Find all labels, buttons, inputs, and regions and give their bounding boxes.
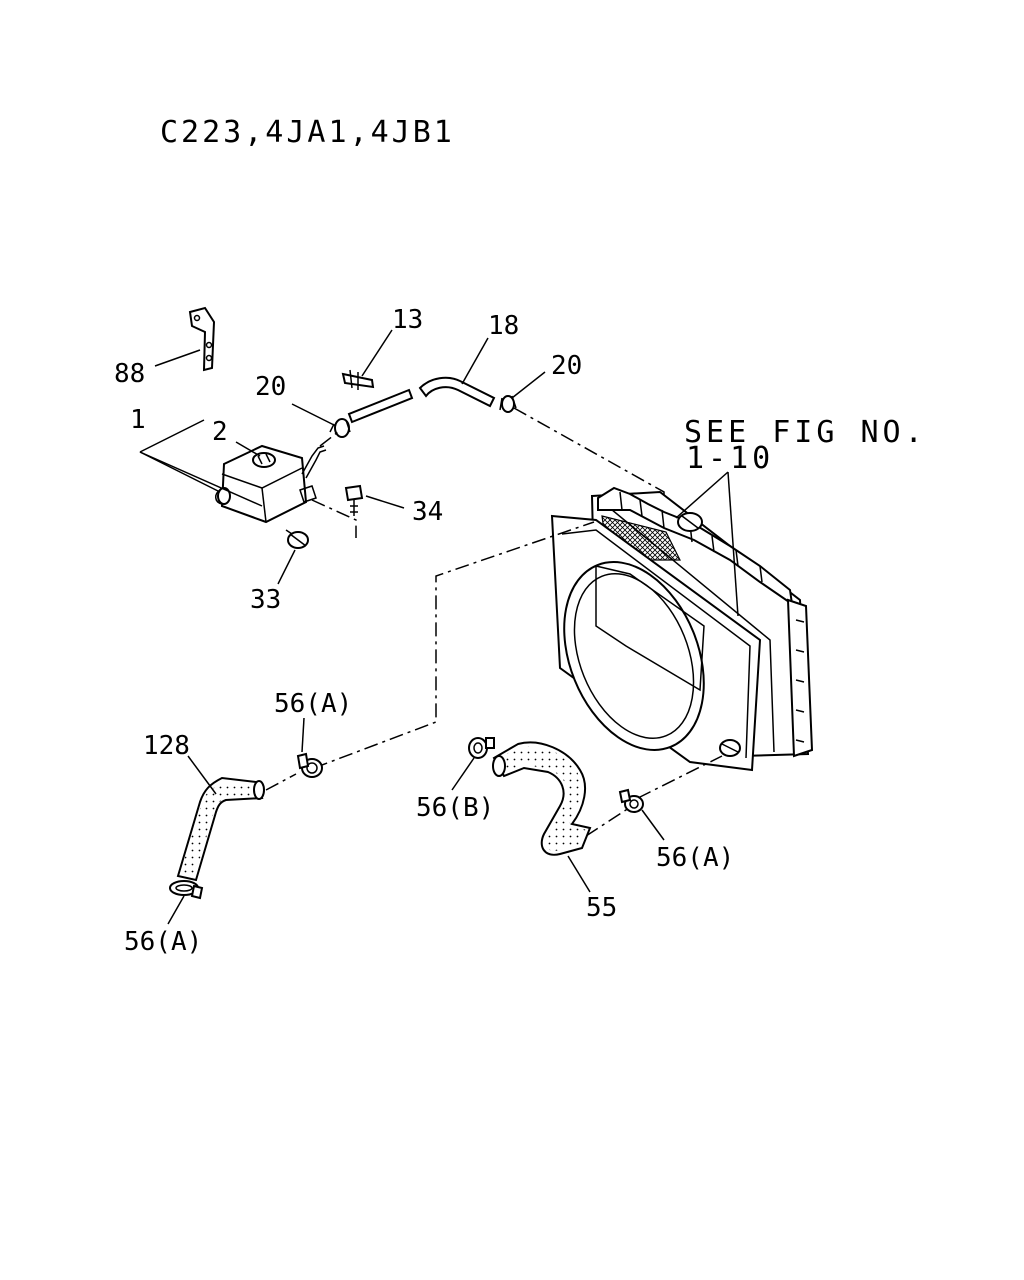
- label-20-left: 20: [255, 372, 286, 402]
- label-20-right: 20: [551, 351, 582, 381]
- label-2: 2: [212, 417, 228, 447]
- reference-note-line2: 1-10: [686, 441, 774, 476]
- label-88: 88: [114, 359, 145, 389]
- clamp-56a-bottom: [169, 880, 204, 900]
- label-33: 33: [250, 585, 281, 615]
- cap-2: [252, 452, 276, 468]
- label-34: 34: [412, 497, 443, 527]
- clip-13: [341, 369, 375, 390]
- bolt-33: [285, 529, 309, 549]
- diagram-title: C223,4JA1,4JB1: [160, 115, 455, 150]
- label-18: 18: [488, 311, 519, 341]
- leader-56b: [451, 757, 475, 791]
- leader-55: [567, 855, 591, 893]
- clamp-56a-right: [618, 788, 644, 813]
- label-56a-bottom: 56(A): [124, 927, 202, 957]
- route-55-clamp: [585, 805, 633, 837]
- clamp-20-left: [329, 418, 351, 438]
- label-56a-right: 56(A): [656, 843, 734, 873]
- leader-34: [365, 495, 405, 509]
- hose-128: [176, 776, 265, 882]
- route-tank-clamp: [319, 431, 339, 447]
- leader-see-fig: [675, 471, 739, 617]
- leader-20-right: [511, 371, 546, 399]
- label-13: 13: [392, 305, 423, 335]
- hose-55: [492, 741, 592, 856]
- leader-33: [277, 549, 296, 585]
- reservoir-tank-1: [215, 444, 327, 524]
- label-56b: 56(B): [416, 793, 494, 823]
- clamp-56a-top: [296, 752, 323, 778]
- label-128: 128: [143, 731, 190, 761]
- leader-2: [235, 441, 261, 457]
- label-1: 1: [130, 405, 146, 435]
- leader-128: [187, 755, 217, 795]
- leader-13: [361, 329, 393, 377]
- label-55: 55: [586, 893, 617, 923]
- reference-note-line1: SEE FIG NO.: [684, 415, 927, 450]
- bracket-88: [188, 306, 216, 372]
- clamp-56b: [468, 737, 495, 759]
- leader-20-left: [291, 403, 337, 427]
- route-hose-radiator: [513, 407, 665, 516]
- clamp-20-right: [499, 395, 517, 413]
- route-lower-outlet: [637, 755, 723, 799]
- leader-18: [461, 337, 489, 385]
- leader-56a-right: [641, 809, 665, 841]
- leader-56a-bottom: [167, 895, 185, 925]
- leader-88: [154, 349, 201, 367]
- route-128-clamp: [265, 773, 297, 791]
- label-56a-top: 56(A): [274, 689, 352, 719]
- bolt-34: [344, 484, 364, 516]
- route-upper-hose: [313, 521, 595, 769]
- leader-1: [139, 419, 263, 507]
- radiator-assembly: [550, 486, 814, 772]
- hose-18: [347, 376, 496, 424]
- leader-56a-top: [301, 717, 305, 753]
- route-tank-bolt: [311, 499, 357, 538]
